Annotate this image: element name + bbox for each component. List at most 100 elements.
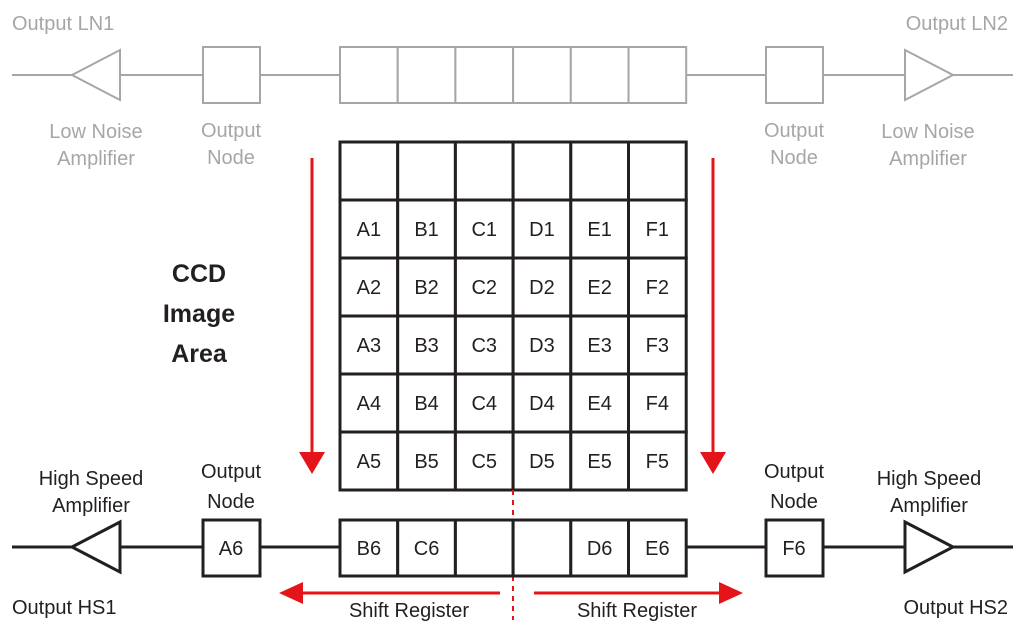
pixel-cell	[627, 256, 688, 318]
shift-register-arrows: Shift Register Shift Register	[279, 582, 743, 622]
pixel-cell	[511, 314, 573, 376]
register-cell	[627, 518, 688, 578]
low-noise-amp-right-label-line1: Low Noise	[881, 121, 974, 143]
pixel-label: A5	[357, 451, 381, 473]
top-output-node-left	[202, 46, 261, 104]
high-speed-amp-right-label-line2: Amplifier	[890, 495, 968, 517]
pixel-label: C4	[471, 393, 497, 415]
pixel-label: A3	[357, 335, 381, 357]
high-speed-amp-left-label-line2: Amplifier	[52, 495, 130, 517]
pixel-cell	[453, 140, 515, 202]
ccd-title-line1: CCD	[172, 260, 226, 288]
down-arrow-right-icon	[700, 452, 726, 474]
bottom-output-node-right	[764, 518, 825, 578]
output-hs1-label: Output HS1	[12, 597, 117, 619]
pixel-label: D4	[529, 393, 555, 415]
pixel-cell	[338, 140, 400, 202]
high-speed-amp-left-label-line1: High Speed	[39, 468, 144, 490]
pixel-cell	[627, 198, 688, 260]
low-noise-amp-left-label-line1: Low Noise	[49, 121, 142, 143]
top-output-node-right-label-line2: Node	[770, 147, 818, 169]
pixel-label: D2	[529, 277, 555, 299]
shift-register-right-label: Shift Register	[577, 600, 697, 622]
pixel-label: B3	[414, 335, 438, 357]
top-readout-chain: Output LN1 Output LN2 Low Noise Amplifie…	[12, 13, 1013, 170]
pixel-cell	[338, 314, 400, 376]
output-node-left-cell-label: A6	[219, 538, 243, 560]
pixel-label: A1	[357, 219, 381, 241]
pixel-cell	[453, 314, 515, 376]
register-cell-label: E6	[645, 538, 669, 560]
output-hs2-label: Output HS2	[903, 597, 1008, 619]
low-noise-amplifier-right-icon	[904, 48, 956, 102]
pixel-label: A4	[357, 393, 381, 415]
pixel-label: B2	[414, 277, 438, 299]
pixel-label: D1	[529, 219, 555, 241]
high-speed-amp-right-label-line1: High Speed	[877, 468, 982, 490]
pixel-label: F1	[646, 219, 669, 241]
pixel-cell	[569, 314, 630, 376]
pixel-label: B4	[414, 393, 438, 415]
register-cell-label: B6	[357, 538, 381, 560]
low-noise-amp-right-label-line2: Amplifier	[889, 148, 967, 170]
top-register-cell	[569, 46, 630, 104]
pixel-cell	[627, 140, 688, 202]
pixel-cell	[453, 198, 515, 260]
pixel-label: C5	[471, 451, 497, 473]
pixel-label: F2	[646, 277, 669, 299]
pixel-cell	[338, 430, 400, 492]
pixel-label: D5	[529, 451, 555, 473]
top-output-node-left-label-line1: Output	[201, 120, 261, 142]
register-cell	[511, 518, 573, 578]
pixel-cell	[396, 256, 457, 318]
pixel-label: E2	[587, 277, 611, 299]
top-register-cell	[627, 46, 688, 104]
top-register-cell	[512, 46, 572, 104]
pixel-label: C1	[471, 219, 497, 241]
bottom-output-node-right-label-line2: Node	[770, 491, 818, 513]
register-cell	[453, 518, 515, 578]
pixel-label: E1	[587, 219, 611, 241]
bottom-output-node-right-label-line1: Output	[764, 461, 824, 483]
bottom-output-node-left-label-line1: Output	[201, 461, 261, 483]
pixel-label: B5	[414, 451, 438, 473]
down-arrow-left-icon	[299, 452, 325, 474]
shift-right-arrow-icon	[719, 582, 743, 604]
bottom-output-node-left-label-line2: Node	[207, 491, 255, 513]
pixel-label: F4	[646, 393, 669, 415]
pixel-label: D3	[529, 335, 555, 357]
pixel-label: F3	[646, 335, 669, 357]
low-noise-amp-left-label-line2: Amplifier	[57, 148, 135, 170]
register-cell	[569, 518, 630, 578]
pixel-label: E4	[587, 393, 611, 415]
pixel-cell	[627, 430, 688, 492]
top-register-cell	[396, 46, 457, 104]
register-cell-label: C6	[414, 538, 440, 560]
pixel-label: E3	[587, 335, 611, 357]
pixel-cell	[453, 256, 515, 318]
top-output-node-left-label-line2: Node	[207, 147, 255, 169]
top-serial-register	[339, 46, 688, 104]
shift-register-left-label: Shift Register	[349, 600, 469, 622]
pixel-label: E5	[587, 451, 611, 473]
register-cell-label: D6	[587, 538, 613, 560]
bottom-serial-register: B6 C6 D6 E6	[338, 518, 688, 578]
ccd-title-line2: Image	[163, 300, 235, 328]
bottom-readout-chain: A6 F6 B6 C6 D6 E6 High Speed Amplifier Outp…	[12, 461, 1013, 619]
low-noise-amplifier-left-icon	[69, 48, 121, 102]
pixel-label: F5	[646, 451, 669, 473]
top-output-node-right-label-line1: Output	[764, 120, 824, 142]
top-register-cell	[339, 46, 399, 104]
pixel-label: B1	[414, 219, 438, 241]
output-ln2-label: Output LN2	[906, 13, 1008, 35]
pixel-cell	[569, 140, 630, 202]
pixel-label: C2	[471, 277, 497, 299]
output-ln1-label: Output LN1	[12, 13, 114, 35]
pixel-cell	[396, 140, 457, 202]
output-node-right-cell-label: F6	[782, 538, 805, 560]
bottom-output-node-left	[201, 518, 262, 578]
pixel-label: A2	[357, 277, 381, 299]
